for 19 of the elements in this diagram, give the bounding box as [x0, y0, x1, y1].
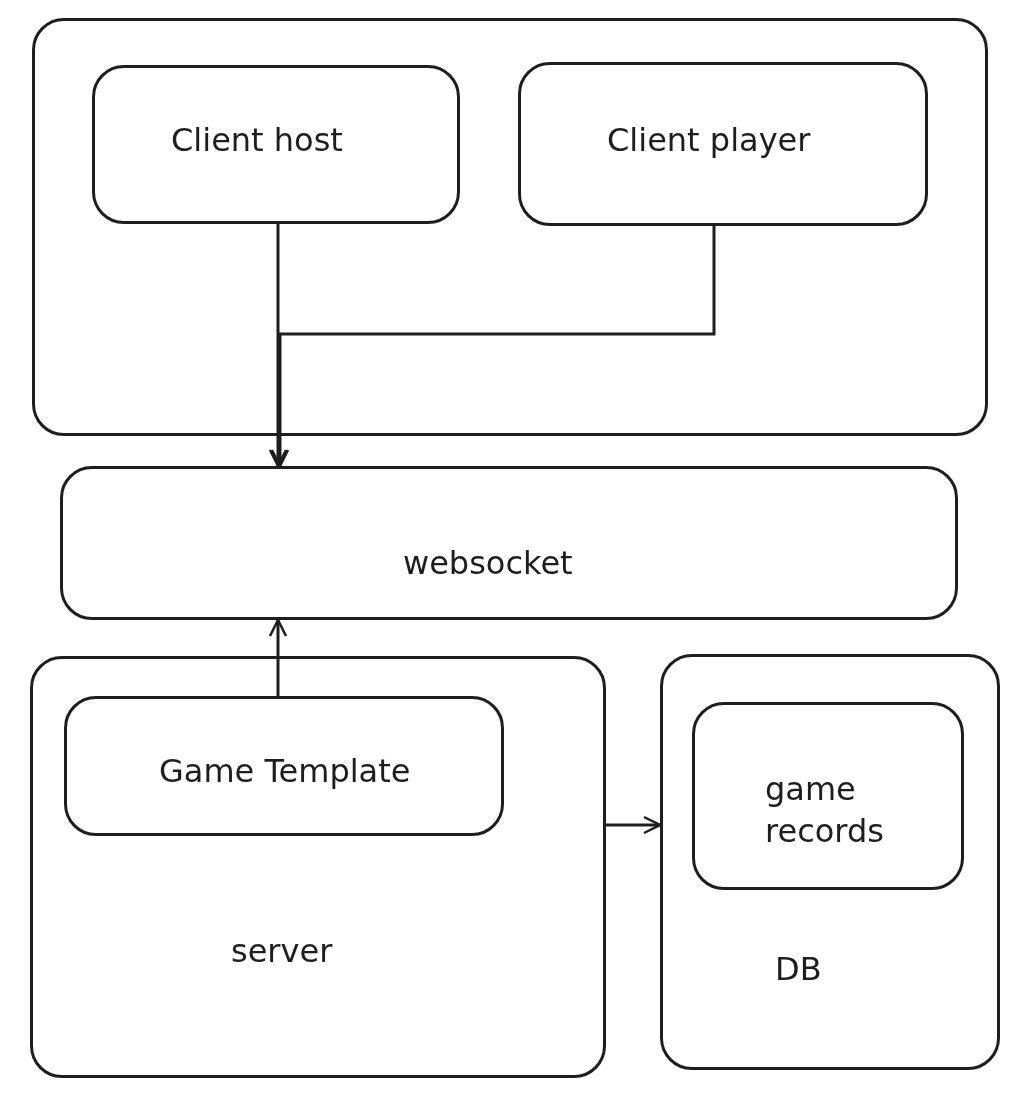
- rounded-box: [660, 654, 1000, 1070]
- node-label: game records: [765, 769, 885, 852]
- arrow: [268, 618, 288, 696]
- node-label: Client host: [171, 120, 343, 161]
- rounded-box: [518, 62, 928, 226]
- rounded-box: [60, 466, 958, 620]
- rounded-box: [30, 656, 606, 1078]
- node-label: server: [231, 931, 333, 972]
- node-label: DB: [775, 949, 822, 990]
- node-label: Game Template: [159, 751, 411, 792]
- node-label: Client player: [607, 120, 811, 161]
- rounded-box: [692, 702, 964, 890]
- rounded-box: [92, 65, 460, 224]
- container-box: [32, 18, 988, 436]
- rounded-box: [64, 696, 504, 836]
- arrow: [268, 224, 288, 468]
- arrow: [606, 815, 662, 835]
- arrow: [270, 226, 716, 468]
- node-label: websocket: [403, 543, 573, 584]
